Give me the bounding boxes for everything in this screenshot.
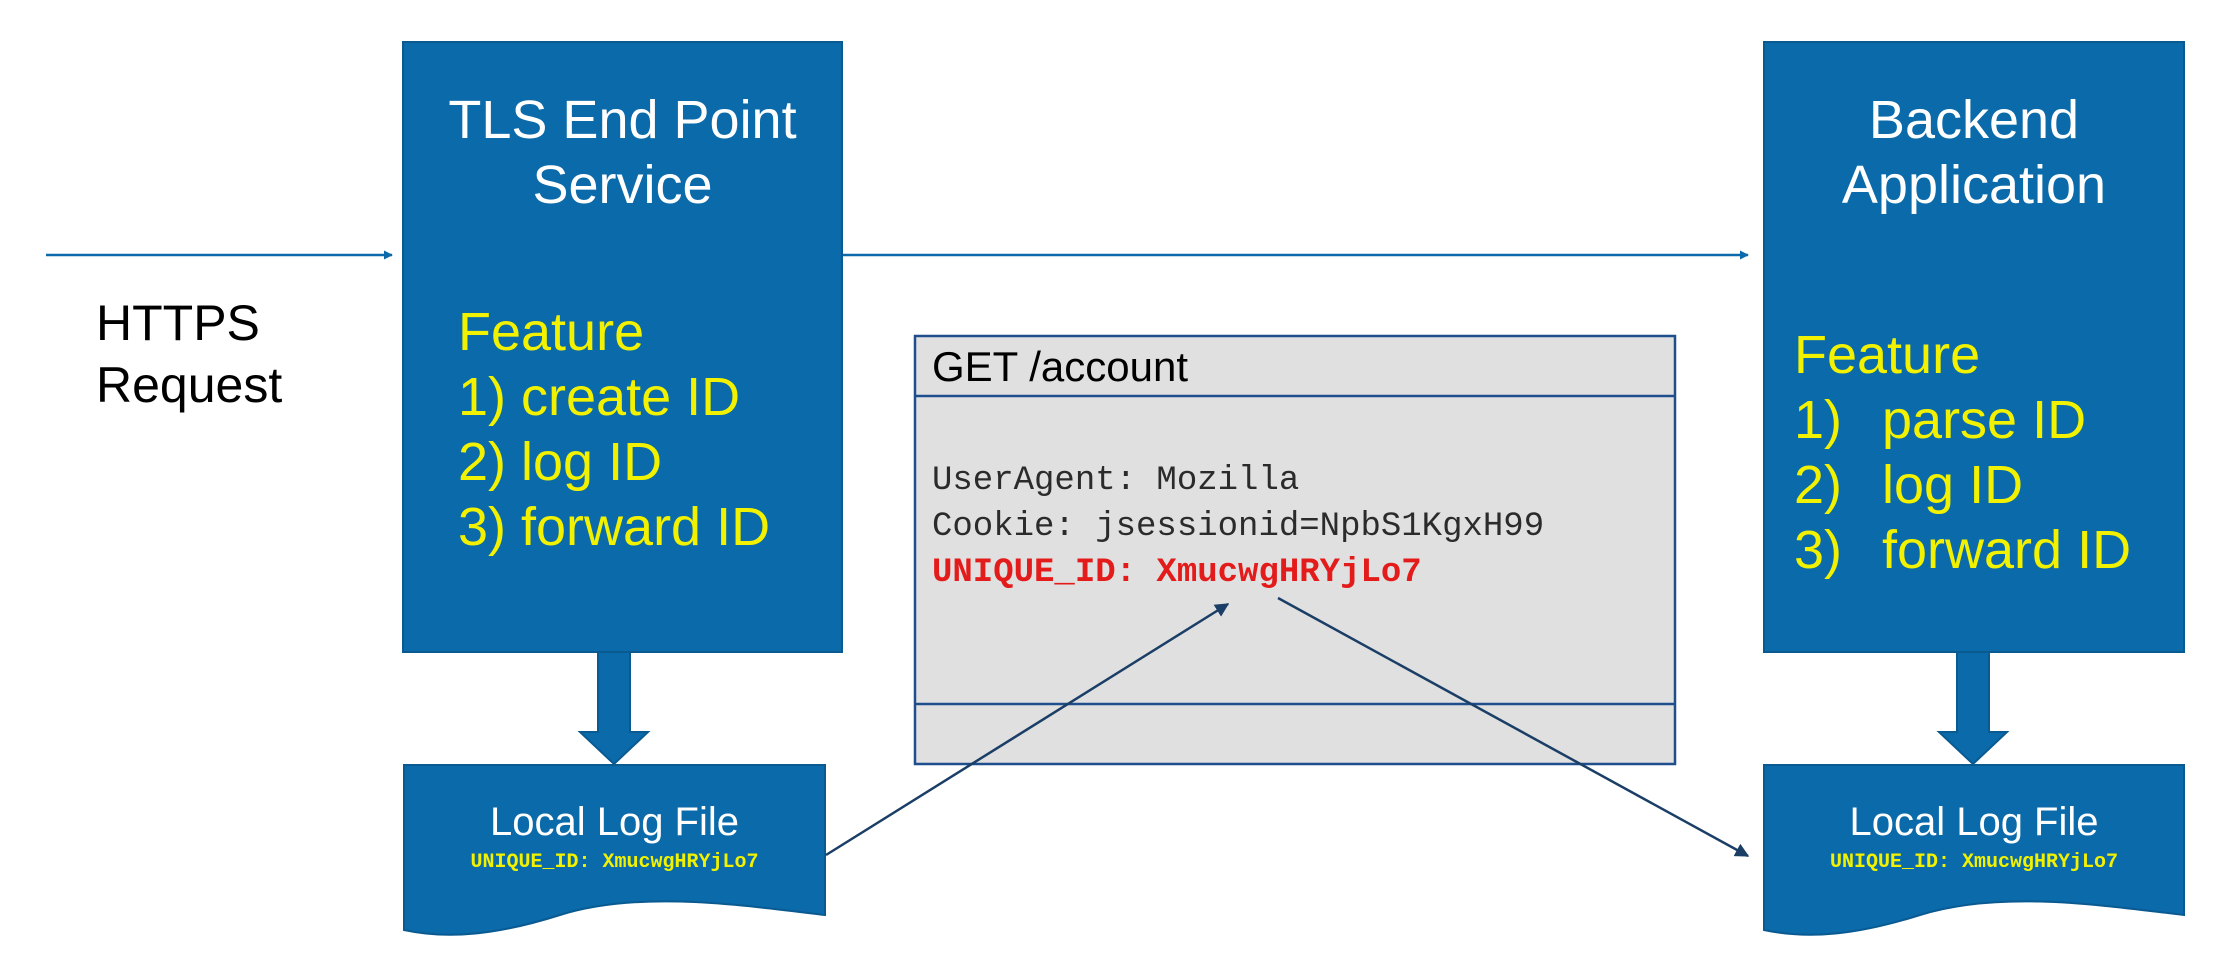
message-unique-id-line: UNIQUE_ID: XmucwgHRYjLo7 bbox=[932, 554, 1422, 592]
tls-feature-heading: Feature bbox=[458, 302, 645, 362]
backend-application-box bbox=[1763, 41, 2185, 653]
tls-box-title-line1: TLS End Point bbox=[448, 90, 797, 150]
tls-endpoint-box bbox=[402, 41, 843, 653]
tls-feature-item: 1) create ID bbox=[458, 367, 741, 427]
http-message-box bbox=[913, 334, 1677, 766]
left-log-file-shape bbox=[403, 764, 826, 936]
message-title: GET /account bbox=[932, 343, 1189, 390]
left-log-title: Local Log File bbox=[489, 800, 740, 844]
tls-feature-item: 3) forward ID bbox=[458, 497, 771, 557]
right-log-file-shape bbox=[1763, 764, 2185, 936]
backend-feature-text: log ID bbox=[1882, 455, 2024, 515]
https-request-label-line2: Request bbox=[96, 357, 283, 413]
https-request-label-line1: HTTPS bbox=[96, 295, 260, 351]
message-to-log-arrow bbox=[1277, 596, 1750, 858]
tls-feature-item: 2) log ID bbox=[458, 432, 663, 492]
backend-box-title-line1: Backend bbox=[1868, 90, 2080, 150]
tls-box-title-line2: Service bbox=[532, 155, 713, 215]
left-log-entry: UNIQUE_ID: XmucwgHRYjLo7 bbox=[470, 851, 759, 874]
backend-feature-text: forward ID bbox=[1882, 520, 2132, 580]
backend-to-log-down-arrow bbox=[1936, 651, 2010, 766]
backend-box-title-line2: Application bbox=[1841, 155, 2107, 215]
backend-feature-text: parse ID bbox=[1882, 390, 2087, 450]
message-header-line: UserAgent: Mozilla bbox=[932, 462, 1300, 500]
backend-feature-number: 2) bbox=[1794, 455, 1843, 515]
right-log-title: Local Log File bbox=[1849, 800, 2099, 844]
right-log-entry: UNIQUE_ID: XmucwgHRYjLo7 bbox=[1829, 851, 2119, 874]
message-header-line: Cookie: jsessionid=NpbS1KgxH99 bbox=[932, 508, 1545, 546]
log-to-message-arrow bbox=[825, 602, 1230, 857]
backend-feature-heading: Feature bbox=[1794, 325, 1981, 385]
backend-feature-number: 1) bbox=[1794, 390, 1843, 450]
backend-feature-number: 3) bbox=[1794, 520, 1843, 580]
tls-to-log-down-arrow bbox=[577, 651, 651, 766]
